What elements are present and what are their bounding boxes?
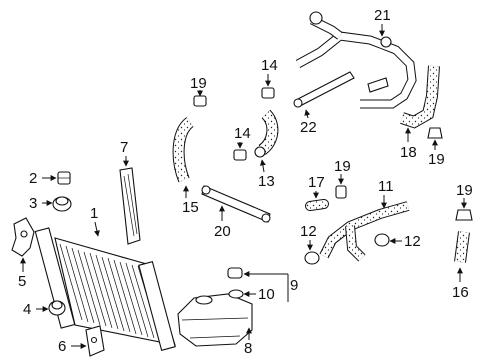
callout-2: 2 — [29, 170, 57, 187]
callout-5: 5 — [18, 257, 26, 290]
callout-label: 22 — [300, 119, 317, 136]
seal-strip — [119, 167, 141, 245]
clamp-12-right — [374, 233, 390, 247]
callout-label: 8 — [244, 340, 252, 357]
hose-18 — [400, 65, 440, 129]
callout-22: 22 — [300, 109, 317, 136]
callout-9: 9 — [243, 271, 298, 302]
clamp-12-left — [304, 251, 320, 265]
callout-11: 11 — [378, 178, 394, 209]
callout-3: 3 — [29, 195, 53, 212]
callout-15: 15 — [182, 185, 199, 216]
callout-label: 5 — [18, 273, 26, 290]
callout-12-left: 12 — [300, 223, 317, 251]
callout-label: 18 — [400, 144, 417, 161]
bracket-5 — [11, 217, 35, 257]
bracket-6 — [85, 325, 105, 357]
clamp-19-c — [427, 127, 443, 139]
callout-label: 7 — [120, 139, 128, 156]
hose-11 — [319, 201, 410, 262]
callout-label: 16 — [452, 284, 469, 301]
clamp-19-a — [193, 95, 207, 107]
hose-16 — [454, 231, 470, 263]
clamp-14-upper — [261, 87, 275, 99]
callout-1: 1 — [90, 205, 100, 237]
callout-label: 19 — [456, 182, 473, 199]
callout-label: 15 — [182, 199, 199, 216]
callout-label: 10 — [258, 286, 275, 303]
hose-15 — [172, 117, 195, 183]
radiator — [34, 227, 176, 351]
callout-label: 3 — [29, 195, 37, 212]
callout-16: 16 — [452, 267, 469, 301]
callout-12-right: 12 — [389, 233, 421, 250]
callout-19-a: 19 — [190, 75, 207, 97]
callout-label: 17 — [308, 174, 325, 191]
pipe-assembly-21 — [295, 11, 417, 109]
callout-label: 4 — [23, 301, 31, 318]
callout-14-upper: 14 — [261, 57, 278, 87]
callout-label: 12 — [404, 233, 421, 250]
callout-label: 19 — [334, 158, 351, 175]
callout-18: 18 — [400, 127, 417, 161]
callout-label: 19 — [428, 151, 445, 168]
callout-label: 12 — [300, 223, 317, 240]
callout-8: 8 — [244, 327, 252, 357]
pipe-22 — [293, 71, 355, 108]
seal-10 — [228, 289, 244, 299]
callout-13: 13 — [258, 159, 275, 190]
hose-17 — [305, 199, 329, 211]
callout-label: 19 — [190, 75, 207, 92]
callout-7: 7 — [120, 139, 129, 167]
callout-label: 21 — [374, 7, 391, 24]
callout-4: 4 — [23, 301, 49, 318]
callout-6: 6 — [58, 338, 87, 355]
grommet-2 — [57, 171, 71, 185]
callout-label: 1 — [90, 205, 98, 222]
callout-17: 17 — [308, 174, 325, 199]
mount-4 — [48, 300, 66, 316]
clamp-19-d — [455, 209, 473, 221]
mount-3 — [52, 196, 72, 212]
cap-9 — [227, 267, 243, 279]
callout-label: 13 — [258, 173, 275, 190]
callout-label: 2 — [29, 170, 37, 187]
clamp-19-b — [335, 185, 347, 199]
callout-label: 6 — [58, 338, 66, 355]
clamp-14-lower — [233, 149, 247, 161]
coolant-pipe-20 — [201, 185, 271, 223]
callout-14-lower: 14 — [234, 125, 251, 149]
callout-19-b: 19 — [334, 158, 351, 185]
callout-21: 21 — [374, 7, 391, 37]
callout-label: 11 — [378, 178, 394, 195]
callout-label: 9 — [290, 277, 298, 294]
callout-label: 14 — [261, 57, 278, 74]
callout-label: 14 — [234, 125, 251, 142]
callout-label: 20 — [214, 223, 231, 240]
callout-20: 20 — [214, 205, 231, 240]
hose-13 — [254, 109, 279, 158]
callout-19-c: 19 — [428, 139, 445, 168]
expansion-tank — [177, 293, 253, 347]
callout-10: 10 — [243, 286, 275, 303]
callout-19-d: 19 — [456, 182, 473, 209]
